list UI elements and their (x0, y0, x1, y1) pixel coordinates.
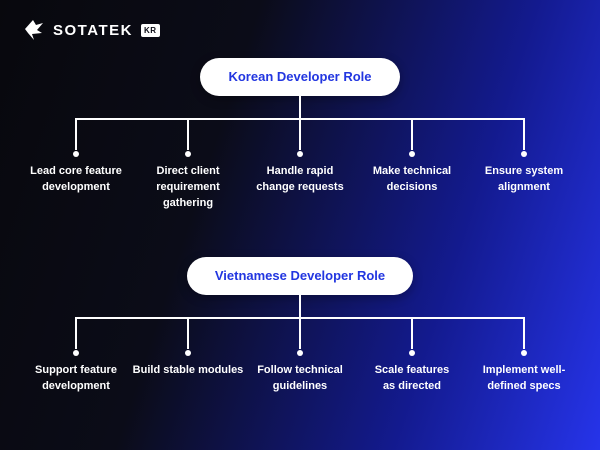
node-label: Make technical decisions (372, 165, 452, 193)
tree-node: Support feature development (20, 317, 132, 395)
node-dot (185, 151, 191, 157)
tree-node: Scale features as directed (356, 317, 468, 395)
brand-name: SOTATEK (53, 21, 133, 39)
node-label: Handle rapid change requests (256, 165, 344, 193)
connector-vertical (523, 118, 525, 150)
node-label: Follow technical guidelines (257, 364, 343, 392)
connector-vertical (75, 317, 77, 349)
node-dot (73, 350, 79, 356)
role-section-korean: Korean Developer Role Lead core feature … (0, 58, 600, 238)
connector-vertical (411, 118, 413, 150)
node-label: Implement well- defined specs (482, 364, 566, 392)
connector-vertical (299, 118, 301, 150)
sotatek-logo-icon (22, 18, 46, 42)
connector-stem (299, 295, 301, 317)
tree-node: Follow technical guidelines (244, 317, 356, 395)
tree-node: Build stable modules (132, 317, 244, 395)
node-dot (297, 151, 303, 157)
tree-node: Handle rapid change requests (244, 118, 356, 212)
connector-vertical (523, 317, 525, 349)
connector-vertical (75, 118, 77, 150)
node-label: Lead core feature development (30, 165, 122, 193)
tree-node: Implement well- defined specs (468, 317, 580, 395)
brand-logo: SOTATEK KR (22, 18, 160, 42)
node-dot (185, 350, 191, 356)
node-dot (409, 151, 415, 157)
node-dot (297, 350, 303, 356)
node-label: Build stable modules (132, 364, 244, 376)
connector-stem (299, 96, 301, 118)
node-dot (521, 151, 527, 157)
tree-node: Direct client requirement gathering (132, 118, 244, 212)
connector-vertical (299, 317, 301, 349)
connector-horizontal (76, 118, 524, 120)
role-section-vietnamese: Vietnamese Developer Role Support featur… (0, 257, 600, 437)
connector-vertical (187, 118, 189, 150)
section-title: Korean Developer Role (228, 69, 372, 84)
connector-vertical (187, 317, 189, 349)
role-tree-korean: Lead core feature development Direct cli… (20, 118, 580, 238)
role-pill-vietnamese: Vietnamese Developer Role (186, 257, 414, 295)
tree-node: Ensure system alignment (468, 118, 580, 212)
role-tree-vietnamese: Support feature development Build stable… (20, 317, 580, 437)
node-label: Ensure system alignment (484, 165, 564, 193)
section-title: Vietnamese Developer Role (214, 268, 386, 283)
node-dot (521, 350, 527, 356)
connector-vertical (411, 317, 413, 349)
node-label: Support feature development (35, 364, 117, 392)
node-label: Direct client requirement gathering (156, 165, 220, 209)
role-pill-korean: Korean Developer Role (200, 58, 400, 96)
node-dot (73, 151, 79, 157)
brand-region-badge: KR (140, 23, 160, 37)
node-label: Scale features as directed (374, 364, 450, 392)
tree-node: Lead core feature development (20, 118, 132, 212)
node-dot (409, 350, 415, 356)
tree-node: Make technical decisions (356, 118, 468, 212)
connector-horizontal (76, 317, 524, 319)
